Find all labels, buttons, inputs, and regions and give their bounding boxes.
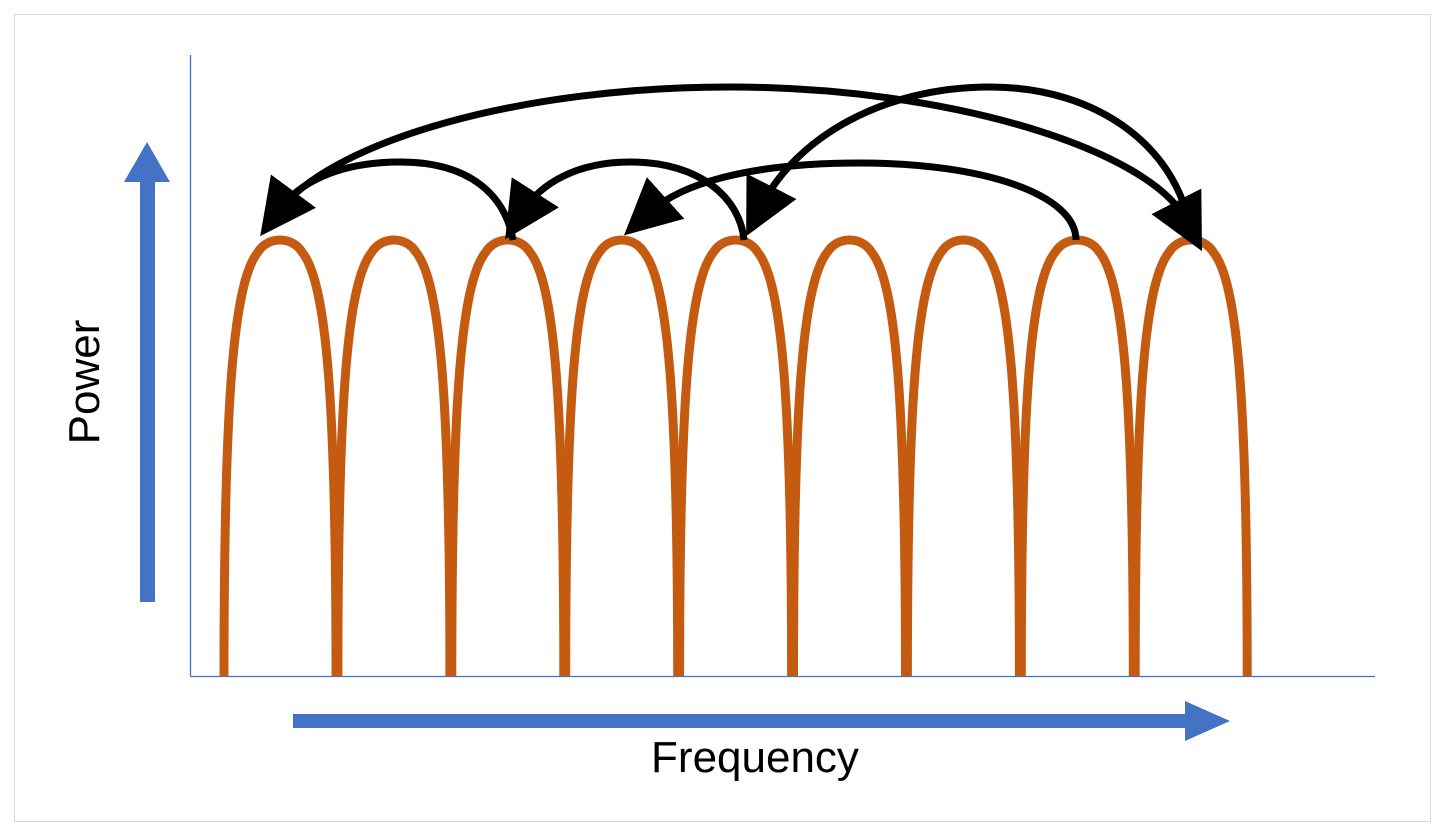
x-axis-label: Frequency [651, 733, 859, 782]
channel-lobe-1 [219, 235, 341, 677]
diagram-frame [14, 14, 1431, 822]
hop-arrow-9-to-5 [746, 83, 1196, 241]
channel-lobe-4 [561, 235, 683, 677]
channel-lobe-3 [447, 235, 569, 677]
channel-lobe-8 [1016, 235, 1138, 677]
hop-arrow-1-to-9 [280, 83, 1203, 252]
hop-arrow-5-to-3 [505, 158, 748, 241]
y-axis-label: Power [60, 320, 109, 445]
hop-arrows [260, 83, 1203, 252]
channel-lobe-6 [789, 235, 910, 677]
channel-lobe-9 [1130, 235, 1252, 677]
channel-lobe-2 [333, 235, 455, 677]
channel-lobe-7 [902, 235, 1024, 677]
channel-lobes [219, 235, 1252, 677]
frequency-arrow-icon [293, 701, 1230, 741]
power-arrow-icon [124, 142, 170, 602]
channel-lobe-5 [675, 235, 797, 677]
hop-arrow-8-to-4 [623, 159, 1080, 241]
